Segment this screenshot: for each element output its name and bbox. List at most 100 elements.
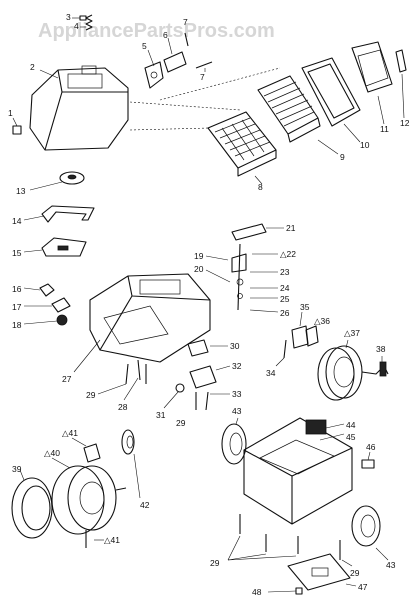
part-34-screw xyxy=(275,339,287,367)
part-number-label: 29 xyxy=(86,390,96,400)
part-number-label: 18 xyxy=(12,320,22,330)
leader-line xyxy=(159,67,281,101)
part-number-label: 21 xyxy=(286,223,296,233)
part-number-label: 24 xyxy=(280,283,290,293)
part-number-label: 13 xyxy=(16,186,26,196)
part-6-hinge xyxy=(163,37,187,73)
part-number-label: 32 xyxy=(232,361,242,371)
part-36-switch xyxy=(305,325,319,347)
part-44-filter-pad xyxy=(305,419,345,435)
part-number-label: 43 xyxy=(232,406,242,416)
part-10-gasket xyxy=(301,57,361,143)
part-number-label: 23 xyxy=(280,267,290,277)
part-number-label: 1 xyxy=(8,108,13,118)
part-14-handle xyxy=(23,205,95,223)
part-number-label: 11 xyxy=(380,124,389,134)
part-27-body-housing xyxy=(73,273,211,373)
part-43-wheel xyxy=(221,417,247,465)
part-38-power-cord xyxy=(361,356,389,377)
part-number-label: △36 xyxy=(314,316,330,326)
part-number-label: 46 xyxy=(366,442,376,452)
part-number-label: 15 xyxy=(12,248,22,258)
part-1-latch xyxy=(12,117,22,135)
part-number-label: 8 xyxy=(258,182,263,192)
part-47-bottom-plate xyxy=(287,553,357,591)
part-number-label: 33 xyxy=(232,389,242,399)
part-number-label: △41 xyxy=(62,428,78,438)
part-15-cover-plate xyxy=(23,237,87,257)
part-number-label: 38 xyxy=(376,344,386,354)
part-42-fan-cover xyxy=(121,429,141,499)
part-number-label: 29 xyxy=(350,568,360,578)
part-number-label: 7 xyxy=(200,72,205,82)
part-number-label: 42 xyxy=(140,500,150,510)
part-4-spring xyxy=(80,14,93,31)
part-48-plug xyxy=(267,587,303,595)
part-number-label: 43 xyxy=(386,560,396,570)
part-18-gear xyxy=(23,314,68,326)
part-41-mount xyxy=(71,437,101,463)
part-number-label: △37 xyxy=(344,328,360,338)
part-number-label: 29 xyxy=(210,558,220,568)
part-9-filter-frame xyxy=(257,75,339,155)
part-number-label: △41 xyxy=(104,535,120,545)
part-number-label: 44 xyxy=(346,420,356,430)
part-number-label: △22 xyxy=(280,249,296,259)
part-40-motor-fan xyxy=(51,457,127,535)
part-31-knob xyxy=(163,383,185,409)
part-number-label: 14 xyxy=(12,216,22,226)
part-number-label: 30 xyxy=(230,341,240,351)
leader-line xyxy=(129,101,241,111)
part-number-label: 39 xyxy=(12,464,22,474)
part-29-screws xyxy=(97,363,147,395)
part-39-filter-ring xyxy=(11,469,53,539)
part-number-label: 16 xyxy=(12,284,22,294)
part-number-label: 12 xyxy=(400,118,410,128)
part-46-pad xyxy=(361,451,375,469)
part-33-screw xyxy=(205,391,230,411)
part-41-screw xyxy=(85,530,104,548)
part-17-fitting xyxy=(24,297,71,313)
part-number-label: 19 xyxy=(194,251,204,261)
part-5-bracket xyxy=(144,49,164,89)
part-13-button xyxy=(29,171,85,191)
part-number-label: 47 xyxy=(358,582,368,592)
part-number-label: 45 xyxy=(346,432,356,442)
part-number-label: 6 xyxy=(163,30,168,40)
part-11-grille xyxy=(351,41,393,125)
watermark-text: AppliancePartsPros.com xyxy=(38,20,275,42)
part-number-label: 48 xyxy=(252,587,262,597)
part-7-screw xyxy=(184,32,213,72)
part-12-clip xyxy=(395,49,407,119)
part-37-motor xyxy=(317,339,363,401)
part-number-label: 17 xyxy=(12,302,22,312)
part-assembly-19-26 xyxy=(205,243,279,313)
part-canister-body xyxy=(243,417,353,525)
part-8-filter xyxy=(207,111,277,185)
part-43-wheel-right xyxy=(351,505,389,561)
part-number-label: 34 xyxy=(266,368,276,378)
part-number-label: 3 xyxy=(66,12,71,22)
part-number-label: 25 xyxy=(280,294,290,304)
part-number-label: 7 xyxy=(183,17,188,27)
part-45-label xyxy=(319,433,345,441)
part-number-label: 26 xyxy=(280,308,290,318)
part-29-screws-bottom xyxy=(227,514,353,567)
part-number-label: 20 xyxy=(194,264,204,274)
part-number-label: 4 xyxy=(74,21,79,31)
part-number-label: 35 xyxy=(300,302,310,312)
part-2-top-cover xyxy=(29,65,129,151)
part-number-label: 2 xyxy=(30,62,35,72)
part-32-switch xyxy=(189,365,231,389)
part-number-label: 10 xyxy=(360,140,370,150)
part-number-label: △40 xyxy=(44,448,60,458)
part-number-label: 29 xyxy=(176,418,186,428)
part-28-screw xyxy=(123,359,141,401)
part-30-bracket xyxy=(187,339,228,357)
part-number-label: 9 xyxy=(340,152,345,162)
part-number-label: 5 xyxy=(142,41,147,51)
leader-line xyxy=(129,127,211,131)
